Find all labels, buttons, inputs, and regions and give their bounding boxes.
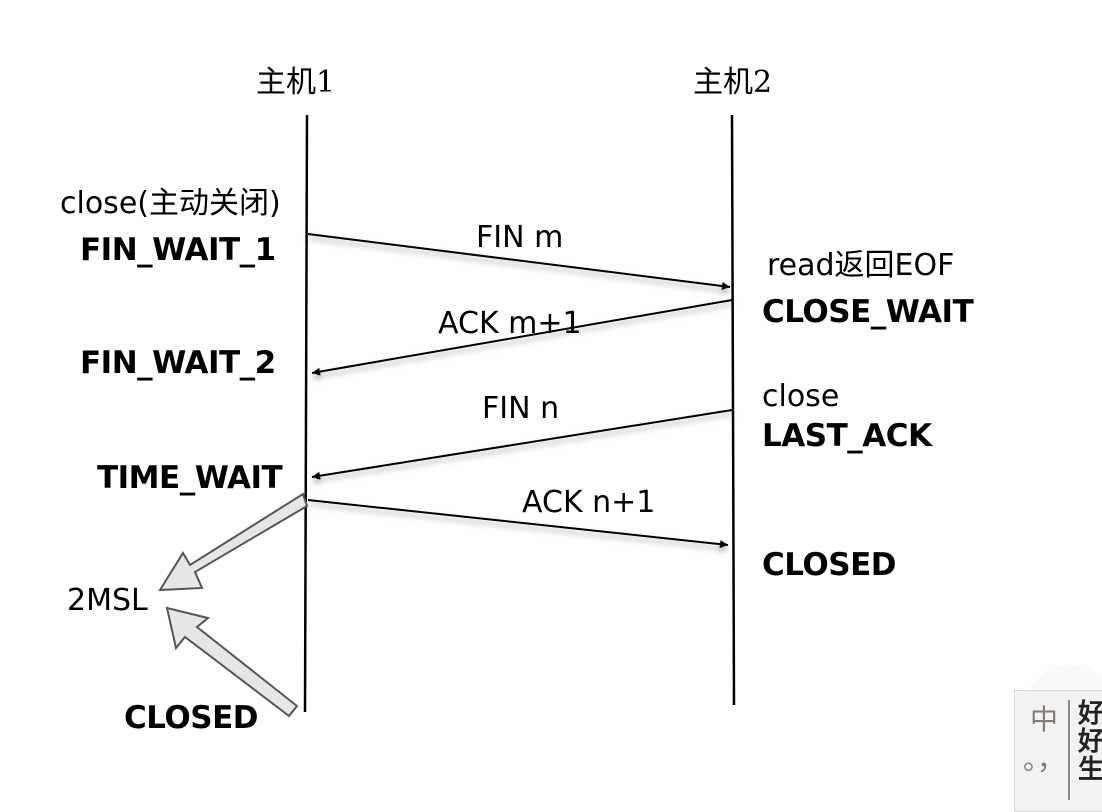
ime-separator bbox=[1068, 700, 1070, 800]
state-closed-host2: CLOSED bbox=[762, 547, 896, 583]
state-close-wait: CLOSE_WAIT bbox=[762, 294, 974, 330]
host1-lifeline bbox=[303, 114, 309, 713]
message-label-fin-n: FIN n bbox=[482, 391, 559, 426]
arrow-ack-n1 bbox=[307, 499, 729, 549]
ime-mode-label[interactable]: 中 bbox=[1029, 703, 1058, 736]
host1-title: 主机1 bbox=[256, 65, 335, 100]
host2-close-action: close bbox=[762, 379, 839, 414]
state-fin-wait-1: FIN_WAIT_1 bbox=[80, 232, 276, 268]
message-label-ack-m1: ACK m+1 bbox=[438, 306, 582, 341]
arrow-fin-m bbox=[307, 233, 731, 290]
time-wait-to-2msl-arrow bbox=[158, 492, 309, 592]
label-2msl: 2MSL bbox=[67, 583, 148, 618]
host1-close-action: close(主动关闭) bbox=[60, 186, 281, 221]
ime-panel bbox=[1014, 690, 1102, 812]
arrow-fin-n bbox=[311, 409, 733, 480]
ime-mode-indicator[interactable]: 中 。， bbox=[1022, 700, 1066, 780]
state-time-wait: TIME_WAIT bbox=[97, 460, 283, 496]
host2-read-eof: read返回EOF bbox=[767, 248, 954, 283]
state-fin-wait-2: FIN_WAIT_2 bbox=[80, 345, 276, 381]
state-last-ack: LAST_ACK bbox=[762, 418, 933, 454]
ime-candidates[interactable]: 好 好 生 bbox=[1078, 699, 1102, 785]
message-label-ack-n1: ACK n+1 bbox=[522, 485, 655, 520]
host2-lifeline bbox=[730, 114, 736, 706]
message-label-fin-m: FIN m bbox=[476, 220, 563, 255]
arrow-ack-m1 bbox=[311, 299, 733, 376]
host2-title: 主机2 bbox=[693, 65, 772, 100]
closed-to-2msl-arrow bbox=[165, 606, 299, 718]
ime-punct-label[interactable]: 。， bbox=[1022, 743, 1065, 776]
state-closed-host1: CLOSED bbox=[124, 700, 258, 736]
